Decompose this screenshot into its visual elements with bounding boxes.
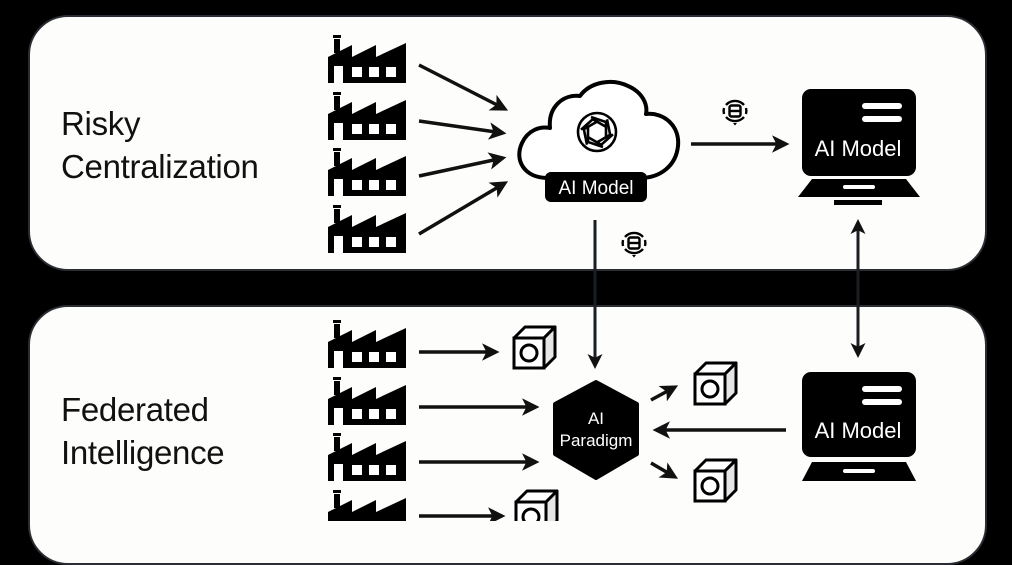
arrow	[418, 181, 509, 236]
factory-group-bottom	[328, 320, 406, 521]
factory-icon	[328, 35, 406, 83]
title-line-1: Federated	[61, 391, 209, 428]
monitor-screen	[802, 372, 916, 457]
factory-group-top	[328, 35, 406, 253]
factory-arrows-bottom	[419, 343, 540, 521]
cube-node-icon	[693, 458, 738, 503]
factory-icon	[328, 433, 406, 481]
hexagon-shape	[553, 380, 639, 480]
monitor-base-slot	[843, 185, 875, 189]
cloud-ai-model: AI Model	[517, 79, 681, 202]
data-transfer-icon	[621, 231, 647, 258]
arrow	[650, 461, 679, 479]
monitor-ai-model-bottom: AI Model	[802, 372, 916, 481]
title-line-2: Centralization	[61, 148, 259, 185]
monitor-label: AI Model	[815, 136, 902, 161]
monitor-screen	[802, 89, 916, 176]
hexagon-label-line-1: AI	[588, 409, 604, 428]
paradigm-arrows	[650, 385, 786, 479]
panel-title-risky-centralization: Risky Centralization	[61, 102, 259, 188]
cube-node-icon	[514, 489, 559, 521]
hexagon-label-line-2: Paradigm	[560, 431, 633, 450]
cloud-icon	[517, 79, 681, 180]
diagram-canvas: AI Model AI Model AI Paradigm	[328, 35, 920, 521]
factory-arrows-top	[418, 63, 509, 236]
menu-line	[862, 386, 902, 392]
cloud-label-badge	[545, 172, 647, 202]
title-line-2: Intelligence	[61, 434, 225, 471]
data-transfer-icon	[722, 99, 748, 126]
factory-icon	[328, 490, 406, 521]
arrow	[650, 385, 679, 402]
menu-line	[862, 399, 902, 405]
menu-line	[862, 116, 902, 122]
monitor-ai-model-top: AI Model	[798, 89, 920, 205]
factory-icon	[328, 148, 406, 196]
monitor-label: AI Model	[815, 418, 902, 443]
monitor-stand	[834, 200, 882, 205]
title-line-1: Risky	[61, 105, 141, 142]
cube-node-icon	[512, 325, 557, 370]
panel-title-federated-intelligence: Federated Intelligence	[61, 388, 225, 474]
cloud-label: AI Model	[559, 178, 634, 199]
factory-icon	[328, 377, 406, 425]
hexagon-ai-paradigm: AI Paradigm	[553, 380, 639, 480]
arrow	[418, 63, 509, 111]
openai-knot-icon	[576, 111, 618, 153]
factory-icon	[328, 205, 406, 253]
arrow	[418, 152, 507, 178]
factory-icon	[328, 92, 406, 140]
monitor-base-slot	[843, 469, 875, 473]
factory-icon	[328, 320, 406, 368]
menu-line	[862, 103, 902, 109]
cube-node-icon	[693, 361, 738, 406]
arrow	[418, 119, 507, 140]
